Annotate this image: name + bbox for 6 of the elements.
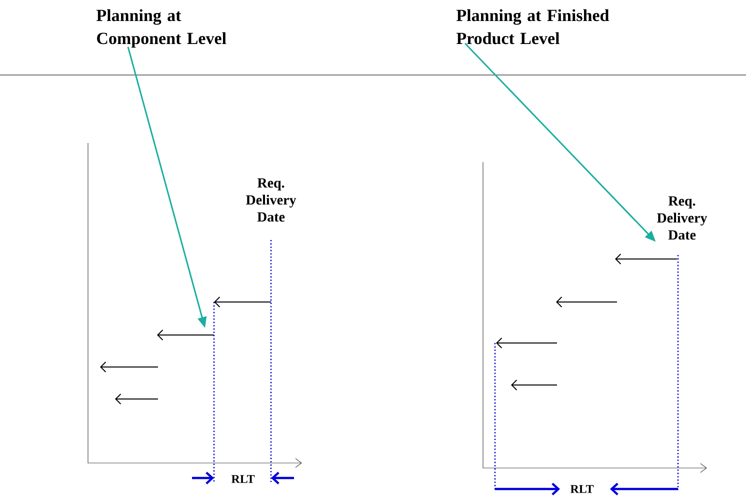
- dimension-label: RLT: [231, 475, 255, 483]
- heading: Planning at Component Level: [96, 9, 226, 48]
- dimension-label: RLT: [570, 485, 594, 493]
- date-label: Req. Delivery Date: [246, 178, 296, 222]
- heading: Planning at Finished Product Level: [456, 9, 610, 44]
- date-label: Req. Delivery Date: [657, 196, 708, 240]
